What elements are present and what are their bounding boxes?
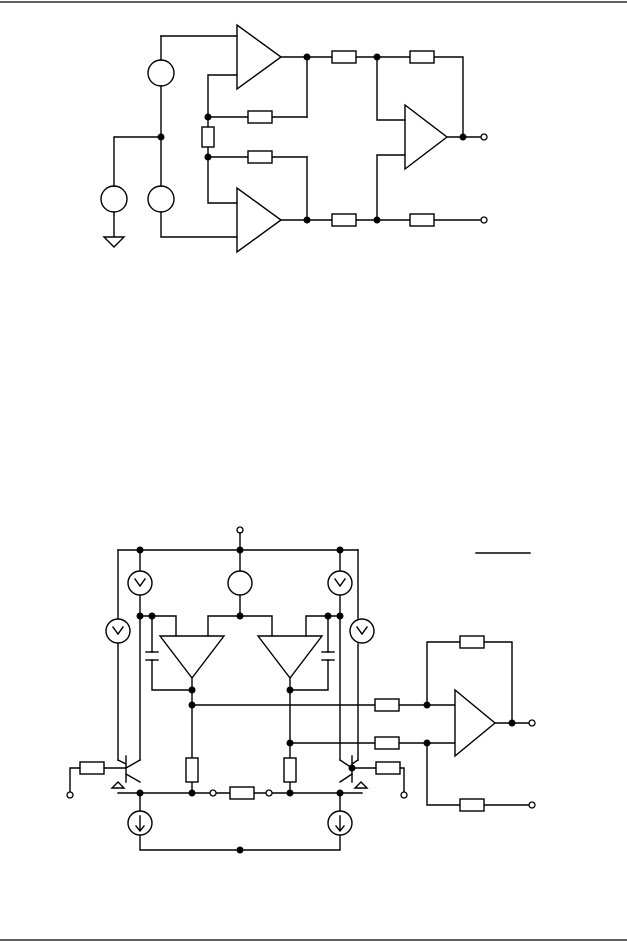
bottom-terminal-input-right (400, 791, 408, 799)
bottom-junction-dot (508, 719, 516, 727)
top-resistor-r1 (331, 50, 357, 64)
bottom-diode-right (353, 781, 369, 789)
bottom-wire-cap-right (289, 615, 329, 691)
bottom-transistor-right-body (339, 759, 359, 783)
top-junction-dot (303, 216, 311, 224)
bottom-resistor-left-input (79, 761, 105, 775)
bottom-wire-lower-rail (139, 792, 341, 851)
top-opamp-lower (236, 186, 283, 254)
bottom-terminal-gain-right (265, 789, 273, 797)
bottom-junction-dot (286, 789, 294, 797)
bottom-resistor-gain (229, 786, 255, 800)
top-junction-dot (373, 216, 381, 224)
top-terminal-output (480, 133, 488, 141)
bottom-diode-left (110, 781, 126, 789)
bottom-junction-dot (148, 612, 156, 620)
bottom-junction-dot (324, 612, 332, 620)
top-wire-diff-inputs (376, 56, 406, 221)
top-terminal-reference (480, 216, 488, 224)
bottom-current-source-left (127, 570, 153, 596)
bottom-junction-dot (336, 546, 344, 554)
bottom-junction-dot (236, 546, 244, 554)
arrow-down-icon (112, 626, 124, 636)
bottom-resistor-right-input (375, 761, 401, 775)
bottom-wire-feedback (426, 641, 513, 724)
bottom-opamp-output (454, 688, 497, 758)
top-resistor-r3 (331, 213, 357, 227)
bottom-resistor-input-upper (374, 698, 400, 712)
bottom-terminal-gain-left (209, 789, 217, 797)
bottom-junction-dot (236, 846, 244, 854)
top-wire-common (113, 136, 162, 238)
top-resistor-gain (201, 126, 215, 148)
top-source-upper (147, 59, 175, 87)
bottom-current-source-center (227, 570, 253, 596)
arrow-down-icon (335, 815, 345, 833)
top-source-common (100, 185, 128, 213)
top-resistor-feedback-upper (247, 110, 273, 124)
top-resistor-r2 (409, 50, 435, 64)
ground-icon (102, 236, 126, 248)
arrow-down-icon (135, 815, 145, 833)
arrow-down-icon (134, 578, 146, 588)
bottom-wire-cap-left (151, 615, 193, 691)
bottom-junction-dot (236, 612, 244, 620)
bottom-resistor-input-lower (374, 736, 400, 750)
bottom-opamp-left (158, 635, 226, 680)
arrow-down-icon (356, 626, 368, 636)
bottom-resistor-right-vertical (283, 757, 297, 783)
bottom-junction-dot (423, 701, 431, 709)
bottom-junction-dot (188, 701, 196, 709)
bottom-circuit (66, 526, 536, 854)
bottom-junction-dot (423, 739, 431, 747)
bottom-wire-left-input (69, 767, 127, 794)
bottom-current-source-right-outer (349, 618, 375, 644)
top-junction-dot (204, 153, 212, 161)
bottom-wire-right-input (351, 767, 405, 794)
bottom-resistor-reference (459, 798, 485, 812)
top-junction-dot (303, 53, 311, 61)
top-resistor-r4 (409, 213, 435, 227)
top-wire-upper-path (280, 56, 464, 138)
bottom-junction-dot (286, 686, 294, 694)
top-opamp-output (404, 103, 449, 171)
bottom-terminal-input-left (66, 791, 74, 799)
bottom-opamp-right (256, 635, 324, 680)
top-circuit (100, 23, 488, 254)
bottom-terminal-output (528, 719, 536, 727)
bottom-junction-dot (136, 612, 144, 620)
top-wire-gain-network (207, 74, 238, 204)
top-junction-dot (373, 53, 381, 61)
arrow-down-icon (334, 578, 346, 588)
bottom-junction-dot (188, 686, 196, 694)
bottom-transistor-left-body (117, 759, 141, 783)
top-opamp-upper (236, 23, 283, 91)
top-junction-dot (459, 133, 467, 141)
bottom-current-source-left-outer (105, 618, 131, 644)
bottom-resistor-left-vertical (185, 757, 199, 783)
bottom-junction-dot (336, 789, 344, 797)
bottom-terminal-reference (528, 801, 536, 809)
bottom-junction-dot (136, 789, 144, 797)
bottom-junction-dot (286, 739, 294, 747)
bottom-junction-dot (348, 764, 356, 772)
bottom-current-source-right (327, 570, 353, 596)
top-junction-dot (157, 133, 165, 141)
bottom-resistor-feedback (459, 635, 485, 649)
bottom-junction-dot (188, 789, 196, 797)
bottom-wire-reference (426, 742, 531, 806)
bottom-junction-dot (336, 612, 344, 620)
bottom-terminal-supply (236, 526, 244, 534)
top-junction-dot (204, 113, 212, 121)
top-resistor-feedback-lower (247, 150, 273, 164)
bottom-junction-dot (136, 546, 144, 554)
top-source-lower (147, 185, 175, 213)
